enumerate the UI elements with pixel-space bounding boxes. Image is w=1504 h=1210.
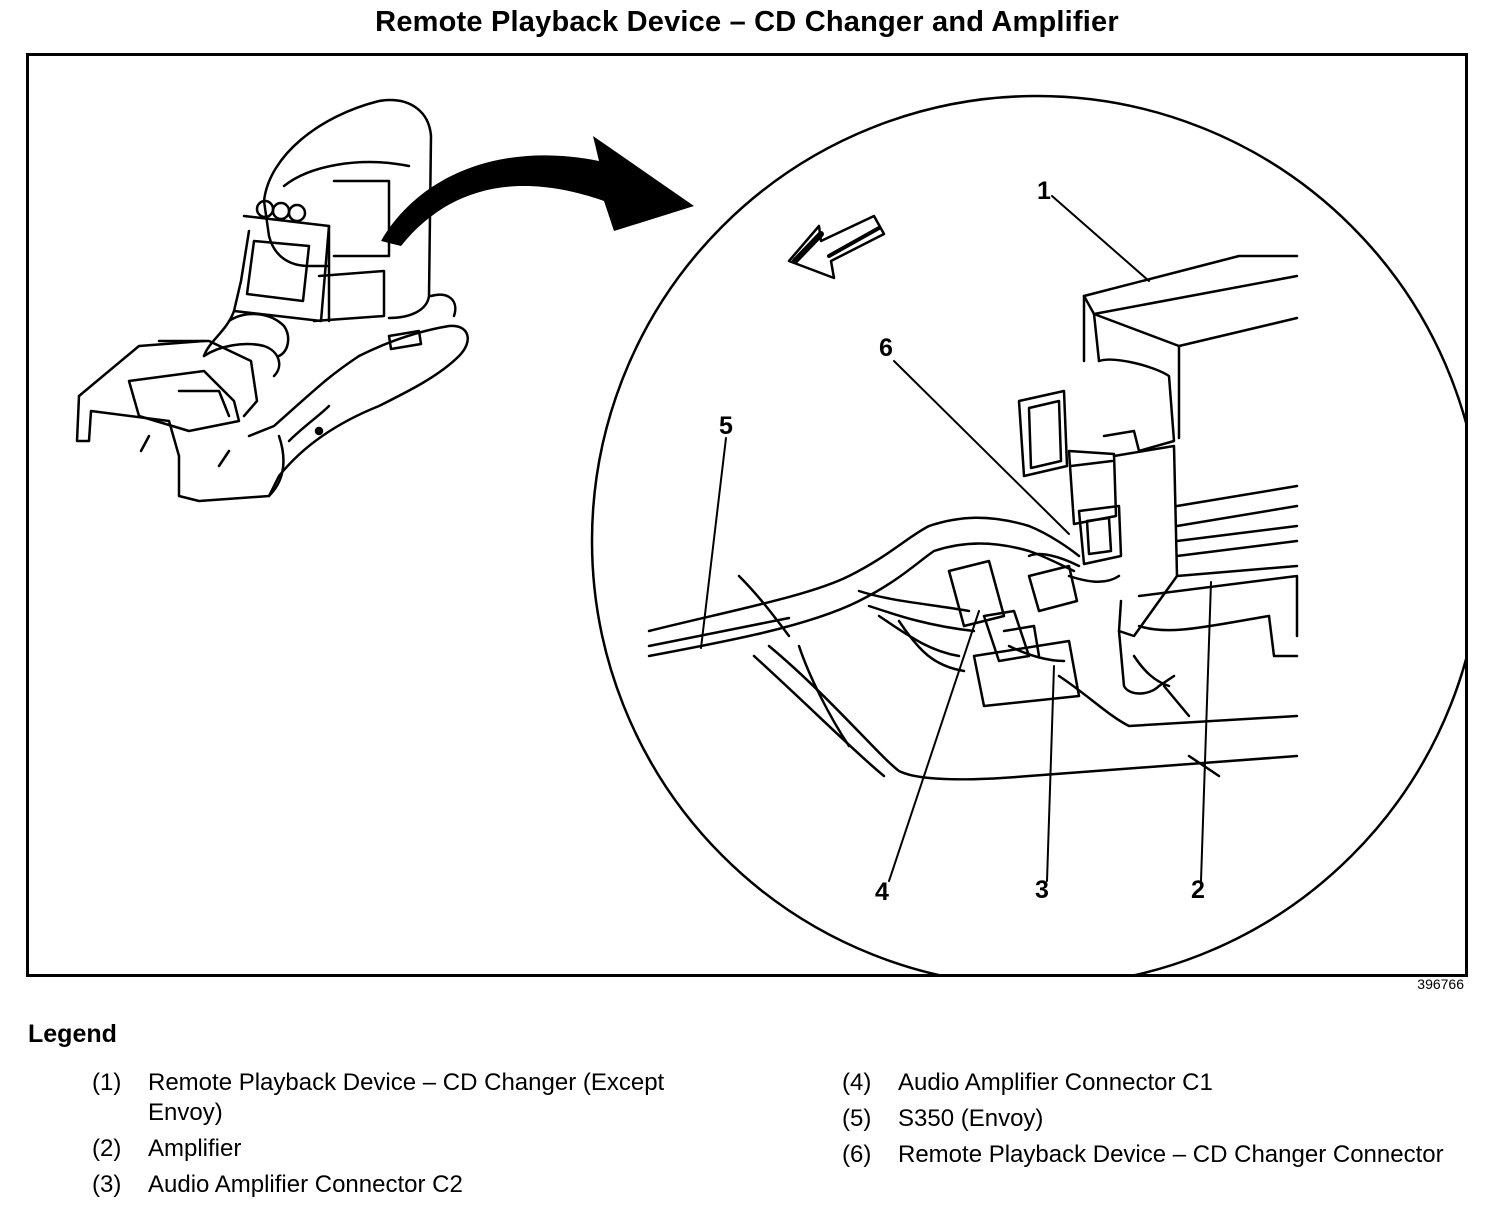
legend-item-number: (4) [842,1069,872,1096]
legend-column-left: (1) Remote Playback Device – CD Changer … [92,1068,712,1206]
legend-column-right: (4) Audio Amplifier Connector C1 (5) S35… [842,1068,1462,1176]
legend-item-number: (6) [842,1141,872,1168]
detail-drawing [647,254,1299,781]
callout-4: 4 [875,878,889,906]
legend-item-number: (1) [92,1069,122,1096]
legend-item-5: (5) S350 (Envoy) [842,1104,1462,1134]
legend-heading: Legend [28,1020,117,1048]
legend-item-6: (6) Remote Playback Device – CD Changer … [842,1140,1462,1170]
legend-item-1: (1) Remote Playback Device – CD Changer … [92,1068,712,1128]
callout-3: 3 [1035,876,1049,904]
console-overview-drawing [75,98,469,503]
leader-lines [700,195,1212,882]
callout-6: 6 [879,334,893,362]
callout-labels: 1 2 3 4 5 6 [719,177,1205,906]
callout-2: 2 [1191,876,1205,904]
detail-circle [590,94,1465,974]
legend-item-number: (2) [92,1135,122,1162]
legend-item-number: (3) [92,1171,122,1198]
legend-item-4: (4) Audio Amplifier Connector C1 [842,1068,1462,1098]
legend-item-3: (3) Audio Amplifier Connector C2 [92,1170,712,1200]
legend-item-2: (2) Amplifier [92,1134,712,1164]
callout-1: 1 [1037,177,1051,205]
zoom-arrow [381,136,694,246]
figure-id: 396766 [1417,976,1464,992]
legend-item-text: Remote Playback Device – CD Changer (Exc… [148,1069,665,1126]
legend-item-text: S350 (Envoy) [898,1105,1044,1132]
legend-item-text: Audio Amplifier Connector C2 [148,1171,463,1198]
front-direction-arrow [787,214,886,280]
legend-item-text: Remote Playback Device – CD Changer Conn… [898,1141,1444,1168]
diagram-title: Remote Playback Device – CD Changer and … [375,6,1119,38]
callout-5: 5 [719,412,733,440]
legend-item-number: (5) [842,1105,872,1132]
illustration: 1 2 3 4 5 6 [75,94,1465,974]
legend-item-text: Audio Amplifier Connector C1 [898,1069,1213,1096]
illustration-frame: 1 2 3 4 5 6 [26,53,1468,977]
legend-item-text: Amplifier [148,1135,242,1162]
